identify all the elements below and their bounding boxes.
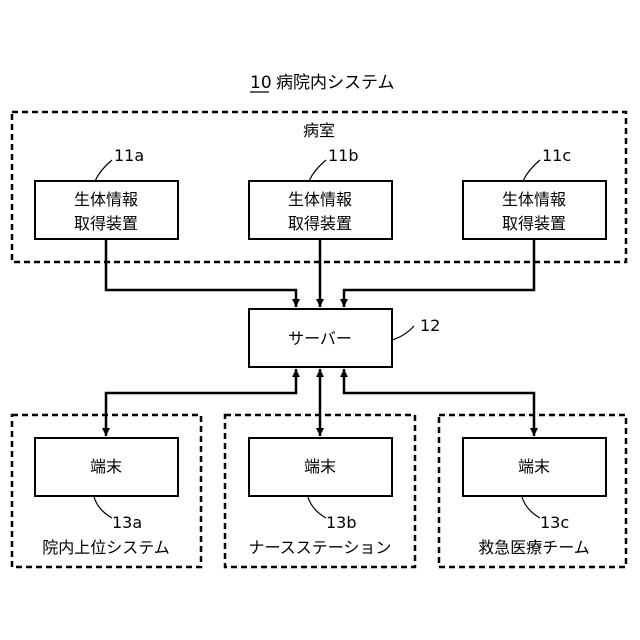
leader-line-13c [522,497,540,518]
leader-line-11b [309,160,326,181]
leader-line-13b [308,497,326,518]
device-box-11b: 生体情報 取得装置 [249,181,392,239]
group-label-13b: ナースステーション [249,538,392,557]
leader-line-11c [523,160,540,181]
server-box: サーバー [249,309,392,367]
terminal-box-13c: 端末 [463,438,606,496]
device-label-line1: 生体情報 [288,190,352,209]
group-label-13c: 救急医療チーム [478,538,590,557]
device-label-line2: 取得装置 [288,214,352,233]
device-label-line2: 取得装置 [502,214,566,233]
diagram-title: 10 病院内システム [250,73,395,93]
group-label-13a: 院内上位システム [42,538,170,557]
arrow-11a-to-server [106,239,296,307]
arrow-11c-to-server [344,239,534,307]
arrow-server-13c [344,369,534,436]
terminal-box-13a: 端末 [35,438,178,496]
terminal-box-13b: 端末 [249,438,392,496]
terminal-ref-13b: 13b [326,513,357,532]
ward-label: 病室 [303,121,335,140]
device-box-11c: 生体情報 取得装置 [463,181,606,239]
device-ref-11c: 11c [542,146,571,165]
device-box-11a: 生体情報 取得装置 [35,181,178,239]
terminal-label: 端末 [90,457,122,476]
leader-line-13a [94,497,112,518]
terminal-label: 端末 [304,457,336,476]
device-ref-11b: 11b [328,146,359,165]
terminal-ref-13a: 13a [112,513,142,532]
arrow-server-13a [106,369,296,436]
device-ref-11a: 11a [114,146,144,165]
title-number: 10 [250,73,272,93]
terminal-ref-13c: 13c [540,513,569,532]
server-label: サーバー [288,329,352,348]
leader-line-12 [392,326,414,340]
device-label-line1: 生体情報 [502,190,566,209]
leader-line-11a [95,160,112,181]
terminal-label: 端末 [518,457,550,476]
device-label-line1: 生体情報 [74,190,138,209]
title-text: 病院内システム [276,73,395,93]
device-label-line2: 取得装置 [74,214,138,233]
server-ref: 12 [420,316,440,335]
